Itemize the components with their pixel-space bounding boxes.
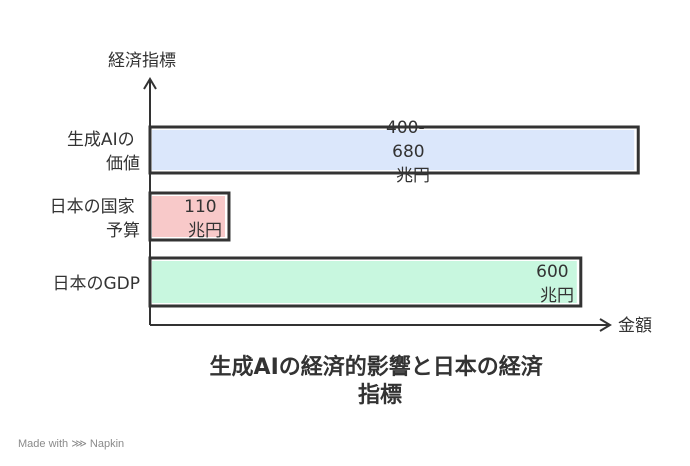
value-label-national-budget: 110 兆円 <box>184 197 222 241</box>
x-axis-label: 金額 <box>618 316 652 336</box>
value-label-ai-value: 400- 680 兆円 <box>386 118 430 186</box>
footer-credit: Made with ⋙ Napkin <box>18 437 124 450</box>
bar-ai-value-fill <box>152 130 635 170</box>
value-label-gdp: 600 兆円 <box>536 262 574 306</box>
bar-national-budget <box>148 191 231 242</box>
category-label-ai-value: 生成AIの 価値 <box>67 130 140 174</box>
bar-gdp-fill <box>152 261 577 303</box>
bar-ai-value <box>148 125 640 175</box>
footer-brand: Napkin <box>89 438 125 450</box>
x-axis-arrow <box>599 318 612 332</box>
category-label-national-budget: 日本の国家 予算 <box>50 197 140 241</box>
footer-made-with: Made with <box>18 438 69 450</box>
napkin-logo-icon: ⋙ <box>71 438 87 450</box>
y-axis-arrow <box>143 77 157 90</box>
chart-title: 生成AIの経済的影響と日本の経済 指標 <box>210 354 551 408</box>
bar-gdp <box>148 256 583 308</box>
bar-national-budget-fill <box>152 196 225 237</box>
y-axis-label: 経済指標 <box>108 51 176 71</box>
category-label-gdp: 日本のGDP <box>52 274 140 294</box>
bars-group <box>148 125 640 308</box>
